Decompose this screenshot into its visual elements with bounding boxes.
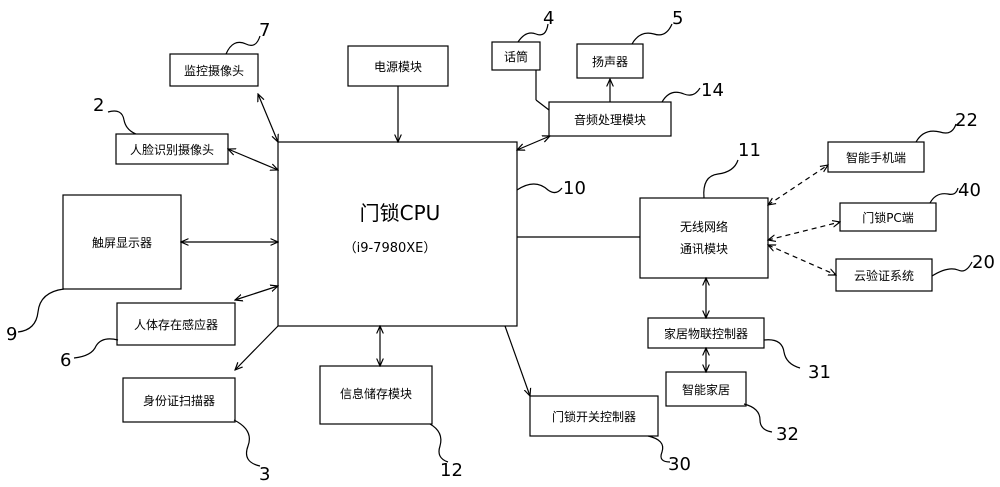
speaker-label: 扬声器	[592, 54, 628, 69]
storage-label: 信息储存模块	[340, 386, 412, 401]
leader-presence-sensor	[73, 338, 119, 359]
link-lock-pc	[768, 222, 840, 240]
smartphone-box: 智能手机端	[827, 141, 925, 173]
lock-switch-label: 门锁开关控制器	[552, 409, 636, 424]
face-camera-label: 人脸识别摄像头	[130, 142, 214, 157]
ref-audio: 14	[701, 80, 724, 101]
leader-smart-home	[743, 403, 773, 433]
cloud-label: 云验证系统	[854, 268, 914, 283]
leader-monitor-camera	[225, 35, 261, 55]
link-microphone-audio	[535, 99, 550, 111]
power-box: 电源模块	[347, 45, 449, 87]
leader-storage	[429, 423, 449, 463]
speaker-box: 扬声器	[576, 43, 644, 79]
smart-home-label: 智能家居	[682, 382, 730, 397]
ref-touch-display: 9	[6, 324, 17, 345]
leader-microphone	[517, 23, 549, 43]
link-audio	[517, 136, 550, 150]
leader-smartphone	[915, 123, 957, 143]
ref-presence-sensor: 6	[60, 350, 71, 371]
face-camera-box: 人脸识别摄像头	[115, 133, 229, 165]
ref-id-scanner: 3	[259, 464, 270, 485]
leader-cloud	[931, 261, 973, 277]
monitor-camera-label: 监控摄像头	[184, 63, 244, 78]
id-scanner-label: 身份证扫描器	[143, 393, 215, 408]
audio-label: 音频处理模块	[574, 112, 646, 127]
iot-controller-label: 家居物联控制器	[664, 326, 748, 341]
ref-microphone: 4	[543, 8, 554, 29]
leader-face-camera	[107, 110, 137, 135]
leader-touch-display	[17, 288, 65, 333]
ref-wireless: 11	[738, 140, 761, 161]
link-cloud	[768, 245, 836, 275]
cpu-title: 门锁CPU	[360, 201, 441, 225]
leader-audio	[661, 87, 701, 103]
link-id-scanner	[235, 325, 279, 370]
ref-cpu: 10	[563, 178, 586, 199]
lock-pc-box: 门锁PC端	[839, 202, 937, 232]
leader-speaker	[631, 23, 673, 45]
power-label: 电源模块	[374, 60, 422, 74]
iot-controller-box: 家居物联控制器	[647, 317, 765, 349]
smartphone-label: 智能手机端	[846, 150, 906, 165]
cloud-box: 云验证系统	[835, 258, 933, 292]
leader-wireless	[703, 159, 739, 199]
touch-display-label: 触屏显示器	[92, 236, 152, 250]
ref-face-camera: 2	[93, 95, 104, 116]
smart-home-box: 智能家居	[665, 371, 747, 407]
microphone-box: 话筒	[491, 41, 541, 71]
touch-display-box: 触屏显示器	[62, 194, 182, 290]
ref-monitor-camera: 7	[259, 20, 270, 41]
wireless-label-line2: 通讯模块	[680, 242, 728, 256]
id-scanner-box: 身份证扫描器	[122, 377, 236, 423]
ref-smartphone: 22	[955, 110, 978, 131]
ref-smart-home: 32	[776, 424, 799, 445]
monitor-camera-box: 监控摄像头	[169, 53, 259, 87]
link-smartphone	[768, 165, 828, 205]
cpu-model: （i9-7980XE）	[344, 241, 437, 256]
leader-iot-controller	[763, 339, 801, 369]
ref-lock-switch: 30	[668, 454, 691, 475]
storage-box: 信息储存模块	[319, 365, 433, 425]
leader-lock-pc	[929, 187, 959, 204]
ref-speaker: 5	[672, 8, 683, 29]
link-lock-switch	[504, 325, 530, 396]
lock-pc-label: 门锁PC端	[862, 210, 914, 225]
link-monitor-camera	[258, 94, 278, 142]
microphone-label: 话筒	[504, 49, 528, 64]
audio-box: 音频处理模块	[548, 101, 672, 137]
presence-sensor-box: 人体存在感应器	[116, 302, 236, 346]
leader-lock-switch	[647, 435, 671, 463]
cpu-block: 门锁CPU （i9-7980XE）	[277, 141, 518, 327]
leader-cpu	[516, 183, 563, 194]
leader-id-scanner	[233, 419, 261, 467]
ref-cloud: 20	[972, 252, 995, 273]
lock-switch-box: 门锁开关控制器	[529, 395, 659, 437]
ref-storage: 12	[440, 460, 463, 481]
wireless-label-line1: 无线网络	[680, 219, 728, 234]
ref-iot-controller: 31	[808, 362, 831, 383]
ref-lock-pc: 40	[958, 180, 981, 201]
link-face-camera	[228, 149, 278, 170]
presence-sensor-label: 人体存在感应器	[134, 317, 218, 332]
link-presence-sensor	[235, 286, 278, 300]
wireless-box: 无线网络 通讯模块	[639, 197, 769, 279]
